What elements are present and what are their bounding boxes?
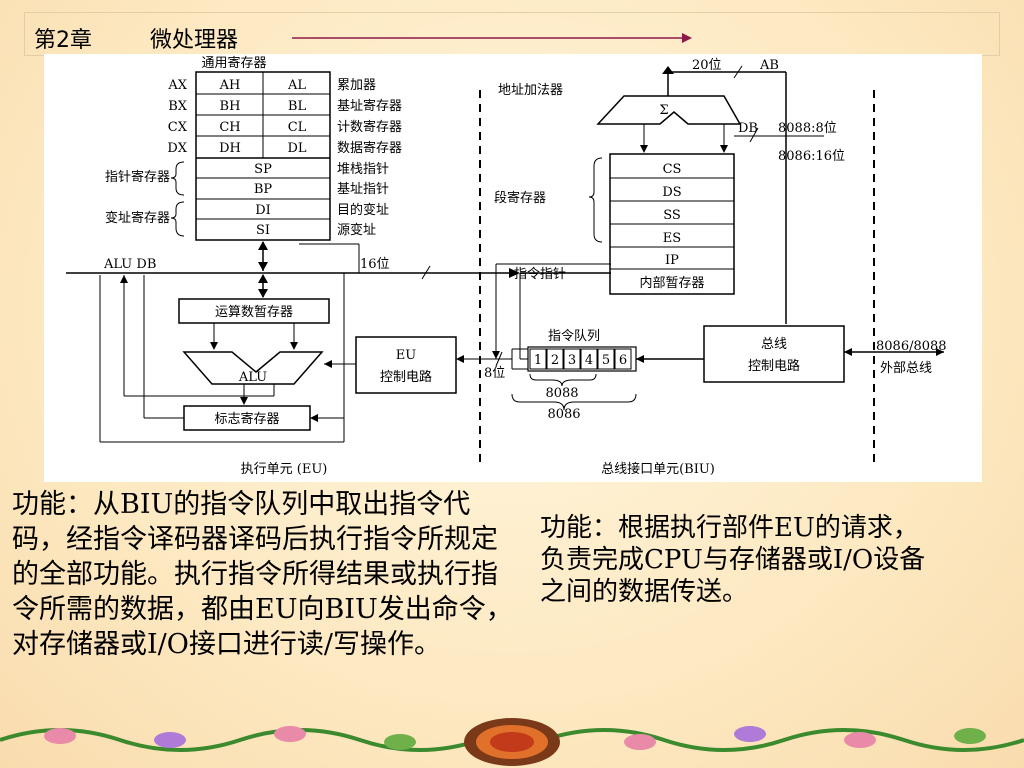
reg-desc: 数据寄存器 [337, 140, 402, 156]
seg-reg: CS [663, 162, 682, 177]
reg-hi: DH [219, 141, 241, 156]
eu-control-label-2: 控制电路 [380, 369, 432, 385]
biu-function-text: 功能：根据执行部件EU的请求，负责完成CPU与存储器或I/O设备之间的数据传送。 [540, 513, 926, 607]
alu-db-label: ALU DB [103, 257, 156, 272]
bits-8-label: 8位 [484, 366, 505, 381]
internal-temp-label: 内部暂存器 [639, 275, 704, 291]
operand-temp-label: 运算数暂存器 [215, 305, 293, 320]
reg-hi: BH [220, 99, 241, 114]
bus-width-16: 16位 [360, 257, 390, 272]
sigma-symbol: Σ [659, 103, 668, 118]
external-bus-label-2: 外部总线 [880, 361, 932, 376]
eu-control-label-1: EU [396, 348, 416, 363]
reg-name: CX [168, 120, 188, 135]
reg-lo: AL [287, 78, 306, 93]
seg-reg: ES [663, 231, 681, 246]
bus-control-label-1: 总线 [761, 337, 787, 352]
reg-hi: AH [219, 78, 241, 93]
reg-name: AX [167, 78, 187, 93]
queue-title: 指令队列 [548, 329, 600, 344]
db-label: DB [738, 121, 758, 136]
reg-si: SI [256, 223, 270, 238]
biu-unit-label: 总线接口单元(BIU) [601, 461, 715, 477]
reg-lo: BL [288, 99, 307, 114]
ip-pointer-label: 指令指针 [514, 267, 566, 282]
external-bus-label-1: 8086/8088 [876, 339, 947, 354]
reg-si-desc: 源变址 [337, 222, 376, 238]
reg-desc: 基址寄存器 [337, 98, 402, 114]
ab-20-label: 20位 [692, 58, 722, 73]
alu-label: ALU [238, 370, 267, 385]
index-group-label: 变址寄存器 [105, 210, 170, 226]
header-arrow [292, 33, 692, 43]
reg-desc: 计数寄存器 [337, 119, 402, 135]
queue-8086-label: 8086 [547, 407, 580, 422]
queue-cell: 2 [551, 353, 559, 368]
eu-function-text: 功能：从BIU的指令队列中取出指令代码，经指令译码器译码后执行指令所规定的全部功… [12, 489, 513, 660]
eu-unit-label: 执行单元 (EU) [241, 462, 328, 477]
general-regs-title: 通用寄存器 [201, 55, 266, 71]
queue-cell: 4 [585, 353, 593, 368]
queue-8088-label: 8088 [545, 386, 578, 401]
ip-reg: IP [665, 253, 679, 268]
queue-cell: 1 [534, 353, 542, 368]
reg-hi: CH [219, 120, 240, 135]
seg-reg: SS [663, 208, 681, 223]
cpu-diagram: 通用寄存器 AX AH AL 累加器 BX BH BL 基址寄存器 CX CH … [44, 54, 982, 482]
reg-name: BX [168, 99, 188, 114]
queue-cell: 3 [568, 353, 576, 368]
ab-label: AB [759, 58, 779, 73]
reg-bp: BP [254, 182, 273, 197]
reg-lo: CL [288, 120, 307, 135]
chapter-title: 微处理器 [150, 28, 239, 53]
flags-label: 标志寄存器 [214, 411, 279, 427]
bus-control-label-2: 控制电路 [748, 358, 800, 374]
db-8086-label: 8086:16位 [778, 149, 845, 164]
reg-sp: SP [254, 162, 272, 177]
reg-name: DX [167, 141, 187, 156]
reg-di: DI [255, 203, 271, 218]
address-adder-label: 地址加法器 [498, 83, 563, 98]
db-8088-label: 8088:8位 [778, 121, 837, 136]
reg-sp-desc: 堆栈指针 [337, 162, 389, 177]
segment-regs-label: 段寄存器 [494, 190, 546, 206]
pointer-group-label: 指针寄存器 [105, 169, 170, 185]
reg-di-desc: 目的变址 [337, 202, 389, 218]
chapter-label: 第2章 [34, 28, 92, 53]
floral-border [0, 718, 1024, 766]
reg-lo: DL [287, 141, 306, 156]
seg-reg: DS [662, 185, 681, 200]
reg-bp-desc: 基址指针 [337, 182, 389, 197]
queue-cell: 5 [602, 353, 610, 368]
reg-desc: 累加器 [337, 78, 376, 93]
queue-cell: 6 [619, 353, 627, 368]
